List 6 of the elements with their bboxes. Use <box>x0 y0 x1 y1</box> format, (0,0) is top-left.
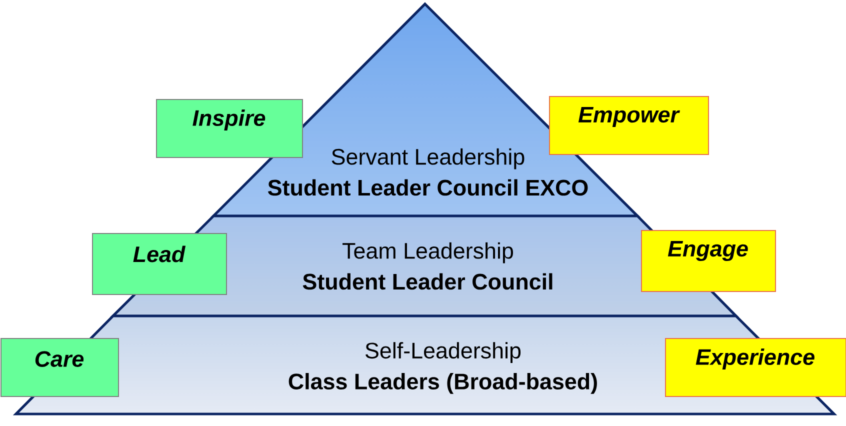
label-box: Engage <box>641 230 776 292</box>
label-box: Care <box>0 338 119 397</box>
label-box: Lead <box>92 233 227 295</box>
label-box: Experience <box>665 338 846 397</box>
label-box: Empower <box>549 96 709 155</box>
label-box: Inspire <box>156 99 303 158</box>
